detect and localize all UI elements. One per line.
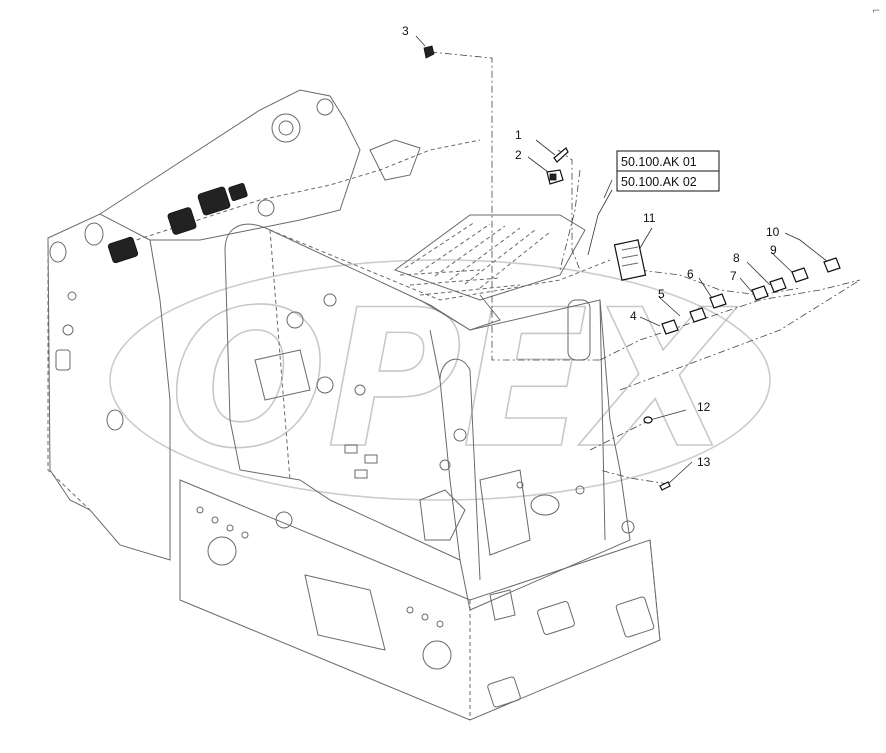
reference-box-1[interactable]: 50.100.AK 01 bbox=[616, 150, 720, 172]
callout-9: 9 bbox=[770, 243, 777, 257]
callout-13: 13 bbox=[697, 455, 711, 469]
watermark: OPEX bbox=[109, 259, 771, 501]
part-1-pin bbox=[553, 147, 569, 163]
cab-frame bbox=[224, 223, 631, 611]
callout-7: 7 bbox=[730, 269, 737, 283]
callout-3: 3 bbox=[402, 24, 409, 38]
corner-mark: ⌐ bbox=[872, 6, 880, 17]
callout-6: 6 bbox=[687, 267, 694, 281]
part-3-fastener bbox=[423, 45, 435, 59]
part-10-connector bbox=[823, 257, 841, 273]
part-2-connector bbox=[546, 169, 564, 185]
watermark-text: OPEX bbox=[170, 269, 738, 490]
loader-lift-arm bbox=[99, 89, 481, 243]
callout-5: 5 bbox=[658, 287, 665, 301]
arm-harness-connectors bbox=[107, 182, 248, 264]
part-13-bolt bbox=[659, 481, 671, 491]
callout-2: 2 bbox=[515, 148, 522, 162]
part-12-washer bbox=[643, 416, 653, 424]
callout-4: 4 bbox=[630, 309, 637, 323]
lower-chassis bbox=[179, 479, 661, 721]
reference-box-2[interactable]: 50.100.AK 02 bbox=[616, 170, 720, 192]
part-6-connector bbox=[709, 293, 727, 309]
reference-text-1: 50.100.AK 01 bbox=[621, 155, 697, 169]
part-8-connector bbox=[769, 277, 787, 293]
step-platform bbox=[393, 214, 586, 331]
loader-left-side-panel bbox=[47, 213, 171, 561]
callout-8: 8 bbox=[733, 251, 740, 265]
part-4-connector bbox=[661, 319, 679, 335]
reference-text-2: 50.100.AK 02 bbox=[621, 175, 697, 189]
callout-11: 11 bbox=[643, 211, 656, 225]
part-9-connector bbox=[791, 267, 809, 283]
callout-1: 1 bbox=[515, 128, 522, 142]
leader-lines bbox=[415, 35, 861, 485]
callout-10: 10 bbox=[766, 225, 780, 239]
callout-12: 12 bbox=[697, 400, 711, 414]
part-7-connector bbox=[751, 285, 769, 301]
part-5-connector bbox=[689, 307, 707, 323]
interior-details bbox=[254, 293, 635, 621]
part-11-label-plate bbox=[613, 239, 647, 281]
